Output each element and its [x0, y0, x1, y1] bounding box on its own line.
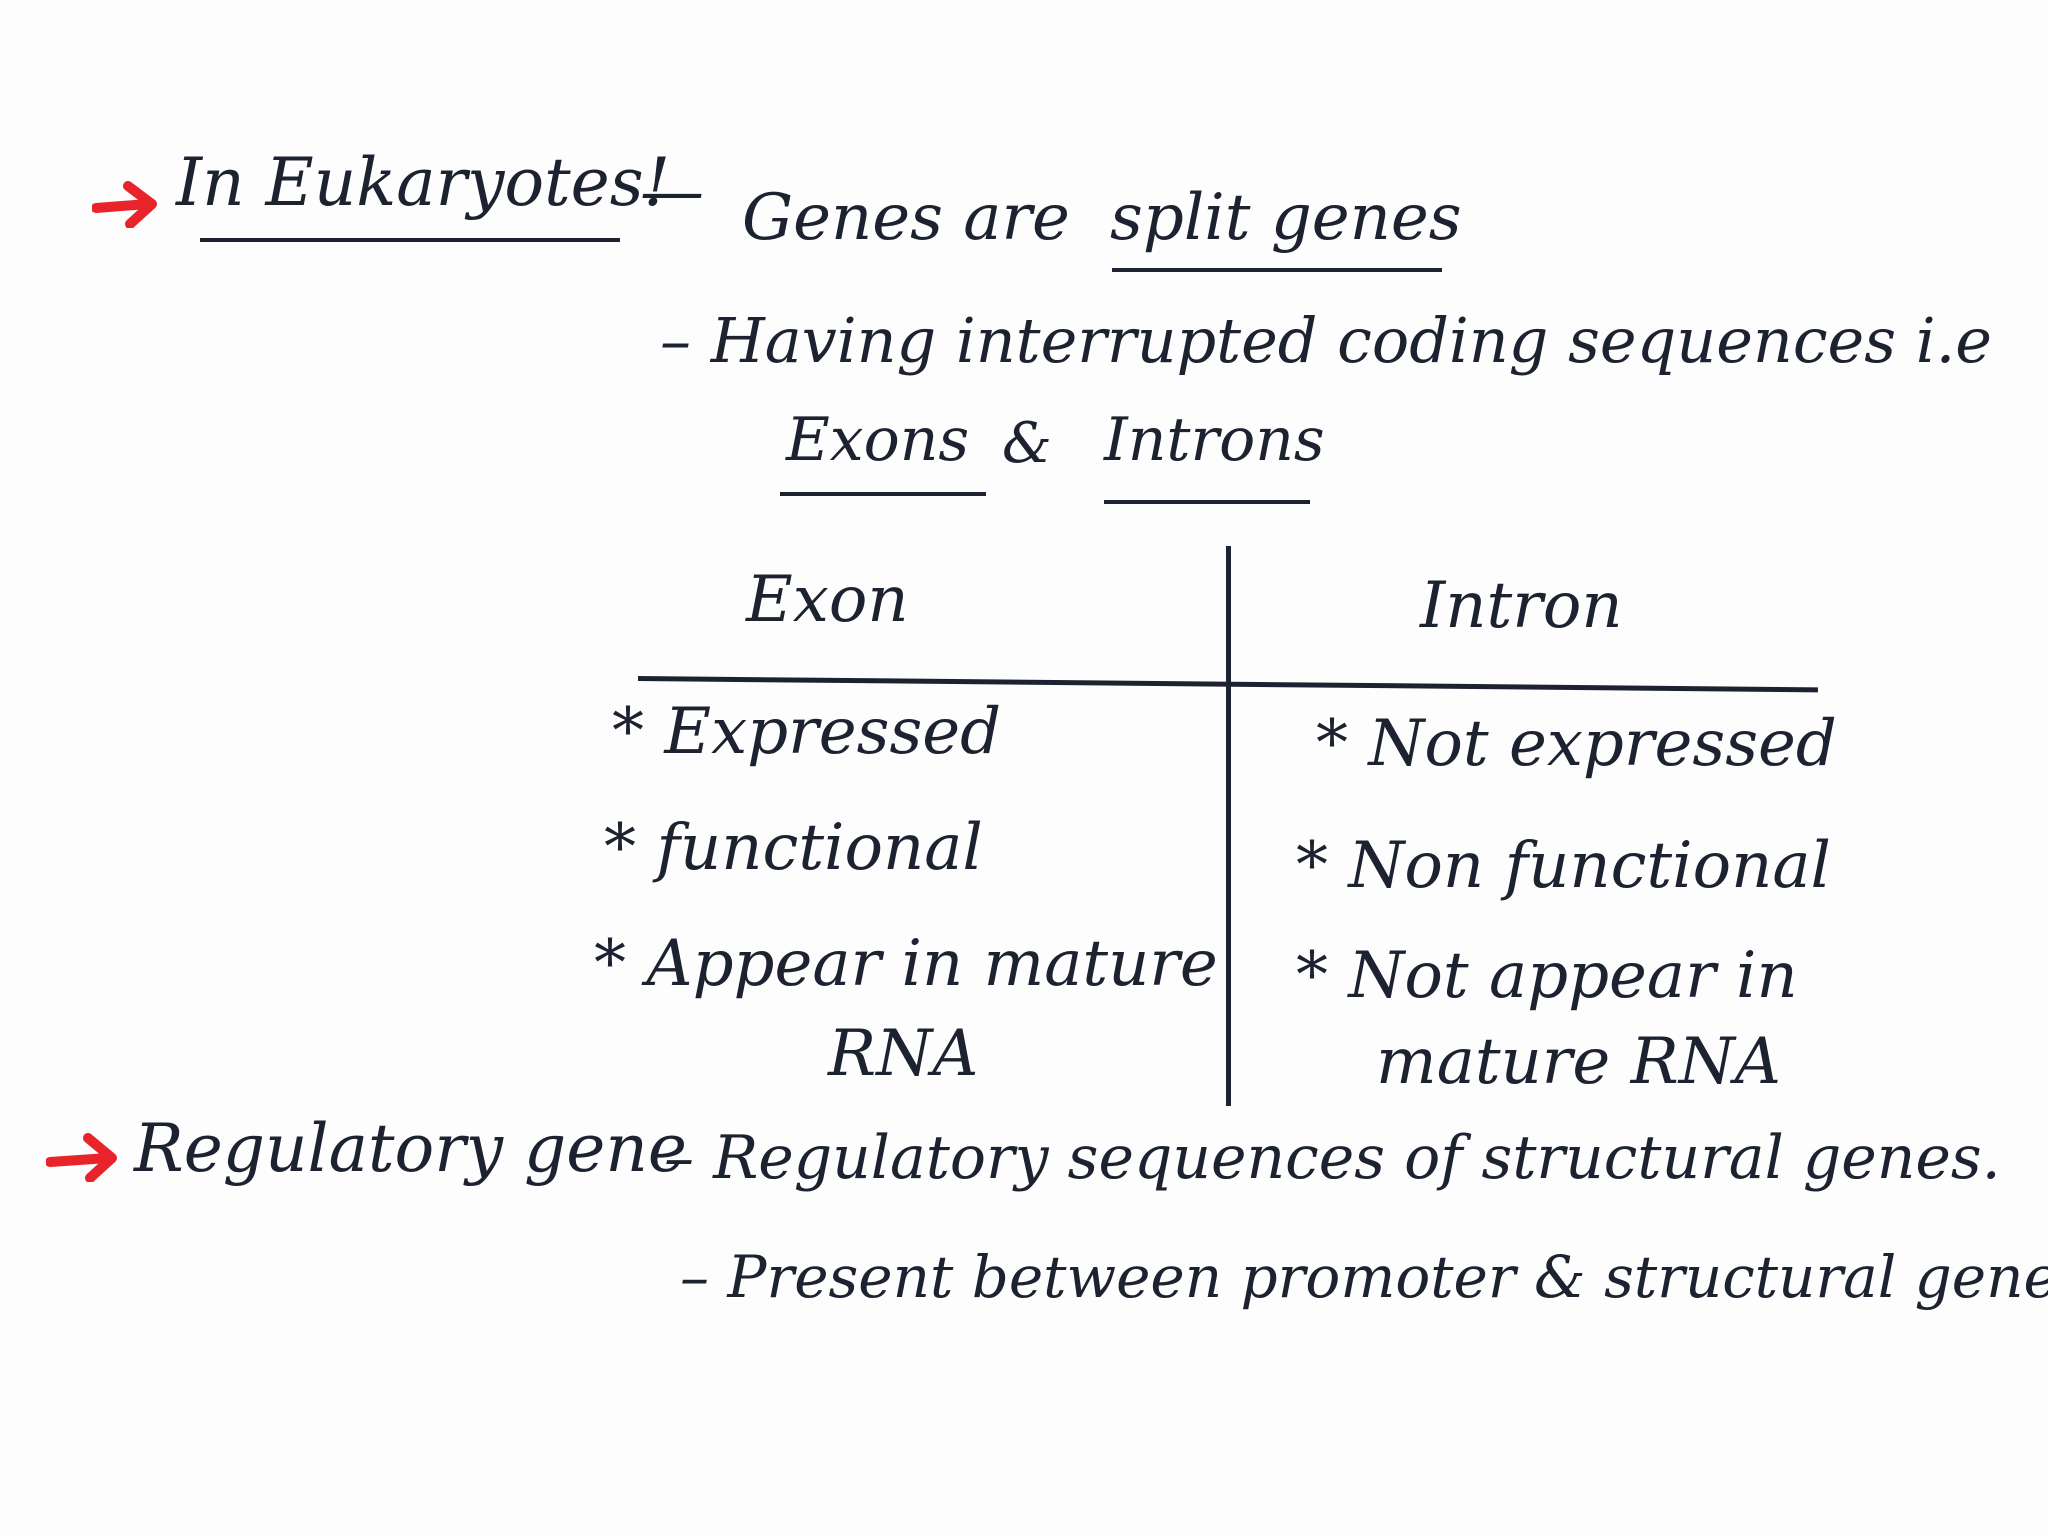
intron-item-not-expressed: * Not expressed [1316, 707, 1837, 781]
split-genes-text: split genes [1110, 181, 1462, 255]
red-arrow-icon [46, 1133, 117, 1182]
heading-eukaryotes: In Eukaryotes! [176, 144, 671, 221]
intron-item-not-appear-cont: mature RNA [1376, 1025, 1781, 1099]
intron-item-not-appear: * Not appear in [1296, 939, 1798, 1013]
having-interrupted-text: – Having interrupted coding sequences i.… [660, 304, 1993, 377]
exons-label: Exons [786, 405, 970, 475]
exons-underline [780, 492, 986, 496]
introns-label: Introns [1104, 405, 1325, 475]
intron-column-header: Intron [1420, 569, 1623, 643]
introns-underline [1104, 500, 1310, 504]
ampersand-text: & [1002, 411, 1052, 476]
exon-item-expressed: * Expressed [612, 695, 1002, 769]
exon-column-header: Exon [746, 563, 909, 637]
genes-are-text: Genes are [742, 181, 1070, 255]
regulatory-line1: – Regulatory sequences of structural gen… [664, 1123, 2001, 1193]
table-column-divider [1226, 546, 1231, 1106]
heading-eukaryotes-underline [200, 238, 620, 242]
red-arrow-icon [92, 181, 157, 228]
split-genes-underline [1112, 268, 1442, 272]
exon-item-functional: * functional [604, 811, 983, 885]
regulatory-line2: – Present between promoter & structural … [680, 1243, 2048, 1311]
intron-item-non-functional: * Non functional [1296, 829, 1831, 903]
regulatory-gene-heading: Regulatory gene [134, 1110, 687, 1187]
heading-dash: — [640, 155, 704, 229]
exon-item-appear-cont: RNA [828, 1017, 979, 1091]
exon-item-appear: * Appear in mature [594, 927, 1218, 1001]
